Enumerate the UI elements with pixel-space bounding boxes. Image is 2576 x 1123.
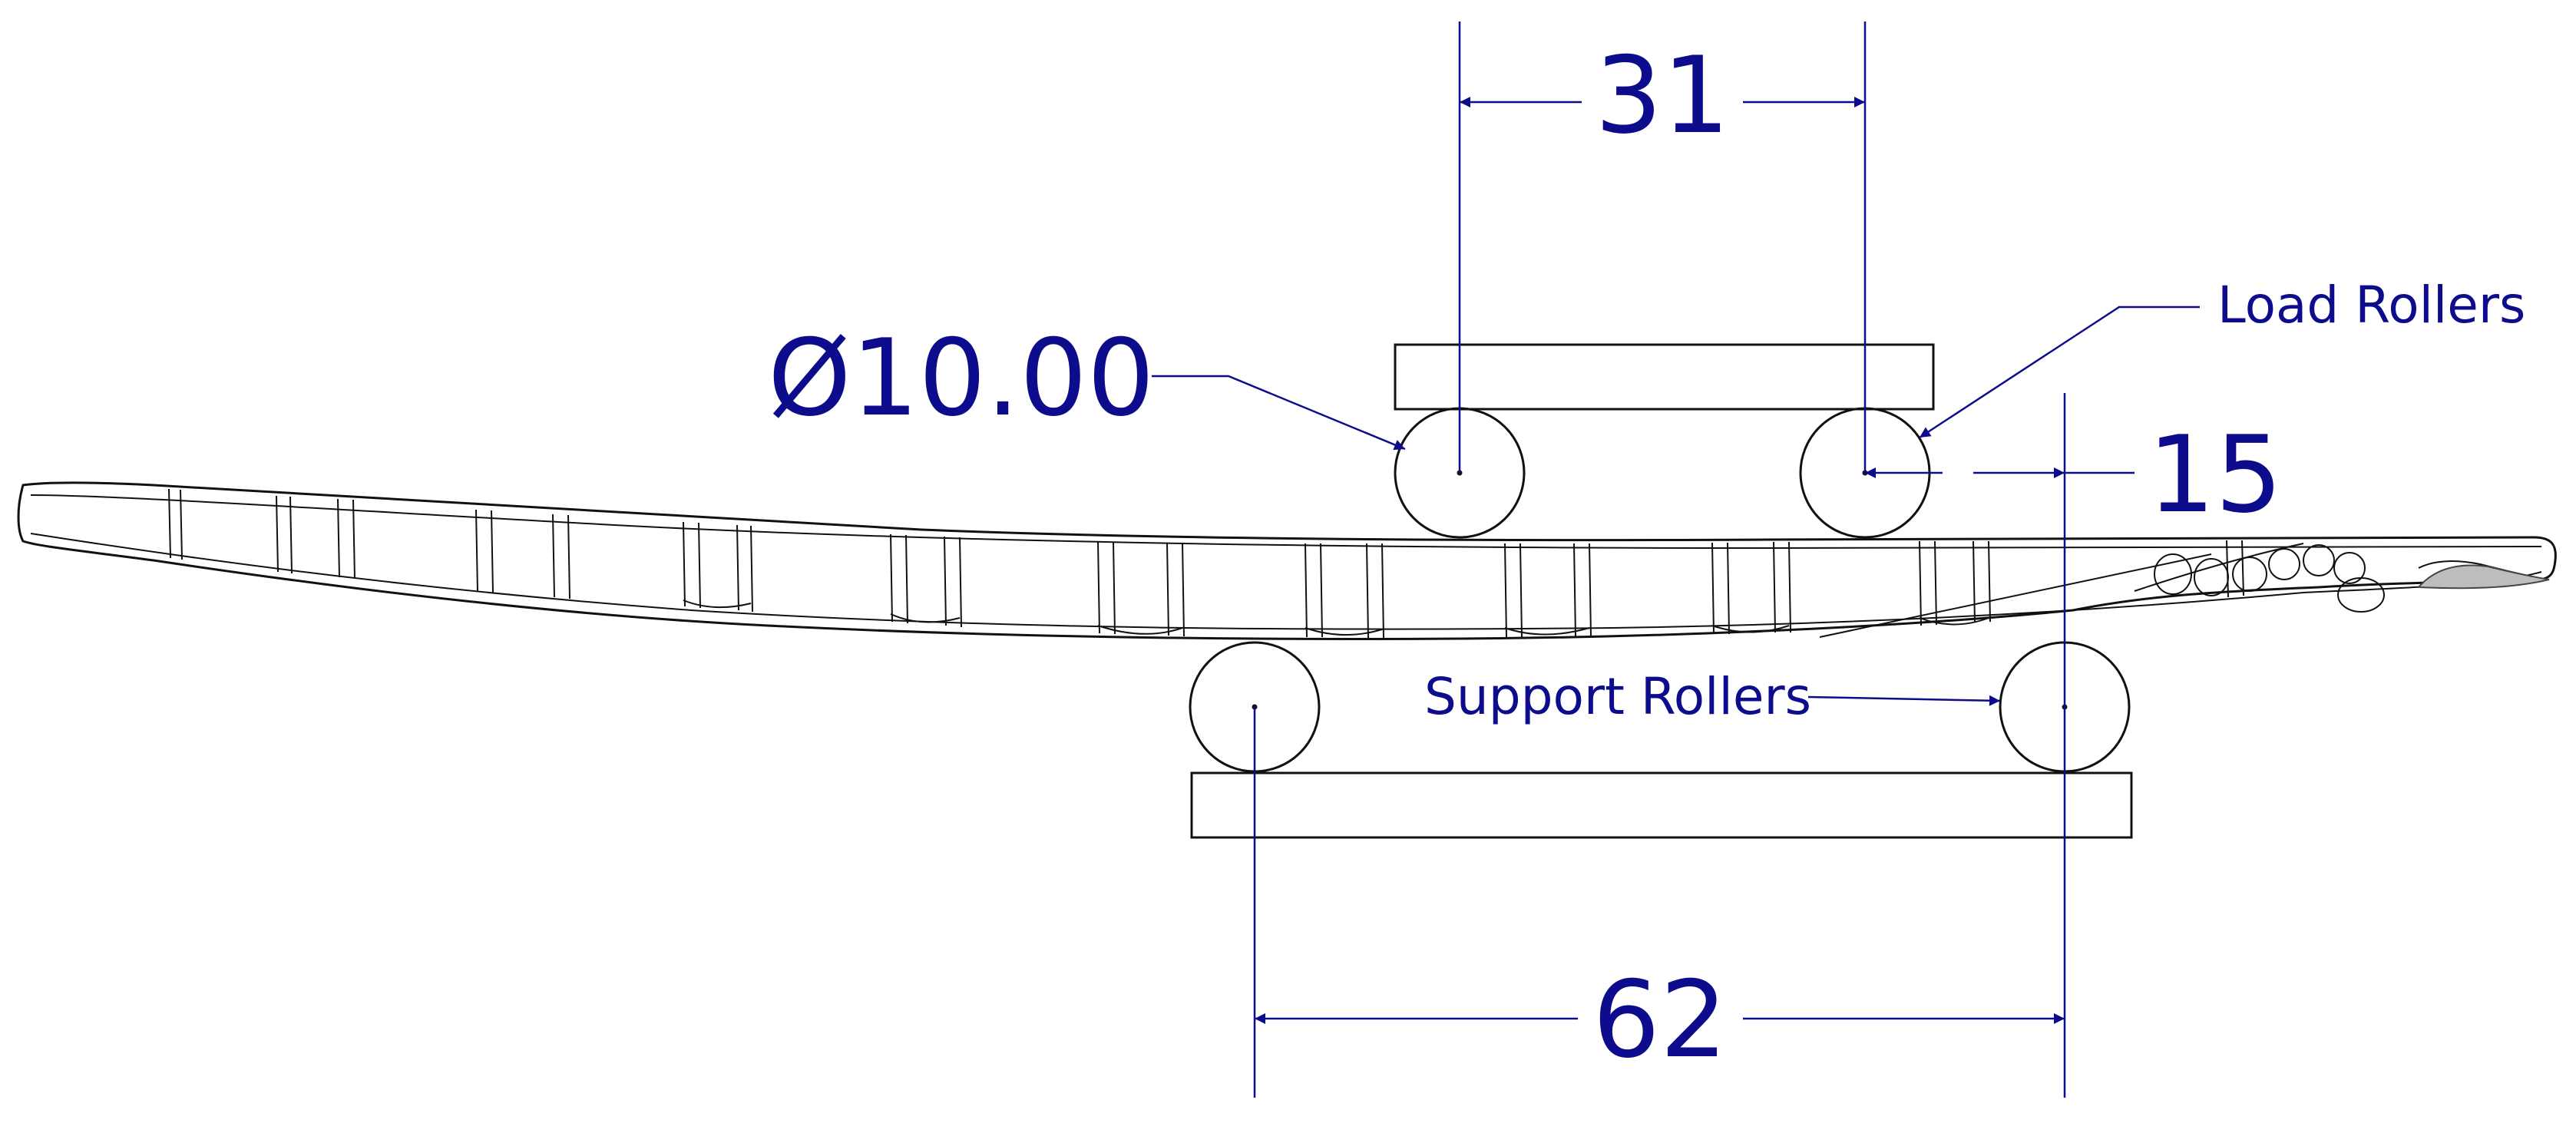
support-plate bbox=[1190, 771, 2133, 839]
load-span-dimension: 31 bbox=[1458, 21, 1867, 473]
insole-part bbox=[17, 481, 2557, 640]
load-plate bbox=[1394, 343, 1935, 411]
support-span-dimension: 62 bbox=[1253, 393, 2066, 1098]
diameter-leader: Ø10.00 bbox=[768, 316, 1406, 451]
offset-value: 15 bbox=[2148, 413, 2283, 537]
offset-dimension: 15 bbox=[1865, 413, 2283, 537]
load-span-value: 31 bbox=[1595, 34, 1730, 157]
load-rollers-label: Load Rollers bbox=[2217, 276, 2525, 335]
support-rollers-callout: Support Rollers bbox=[1424, 667, 2001, 726]
support-rollers-label: Support Rollers bbox=[1424, 667, 1811, 726]
support-span-value: 62 bbox=[1592, 958, 1728, 1082]
diameter-value: Ø10.00 bbox=[768, 316, 1155, 440]
load-rollers-callout: Load Rollers bbox=[1919, 276, 2525, 439]
